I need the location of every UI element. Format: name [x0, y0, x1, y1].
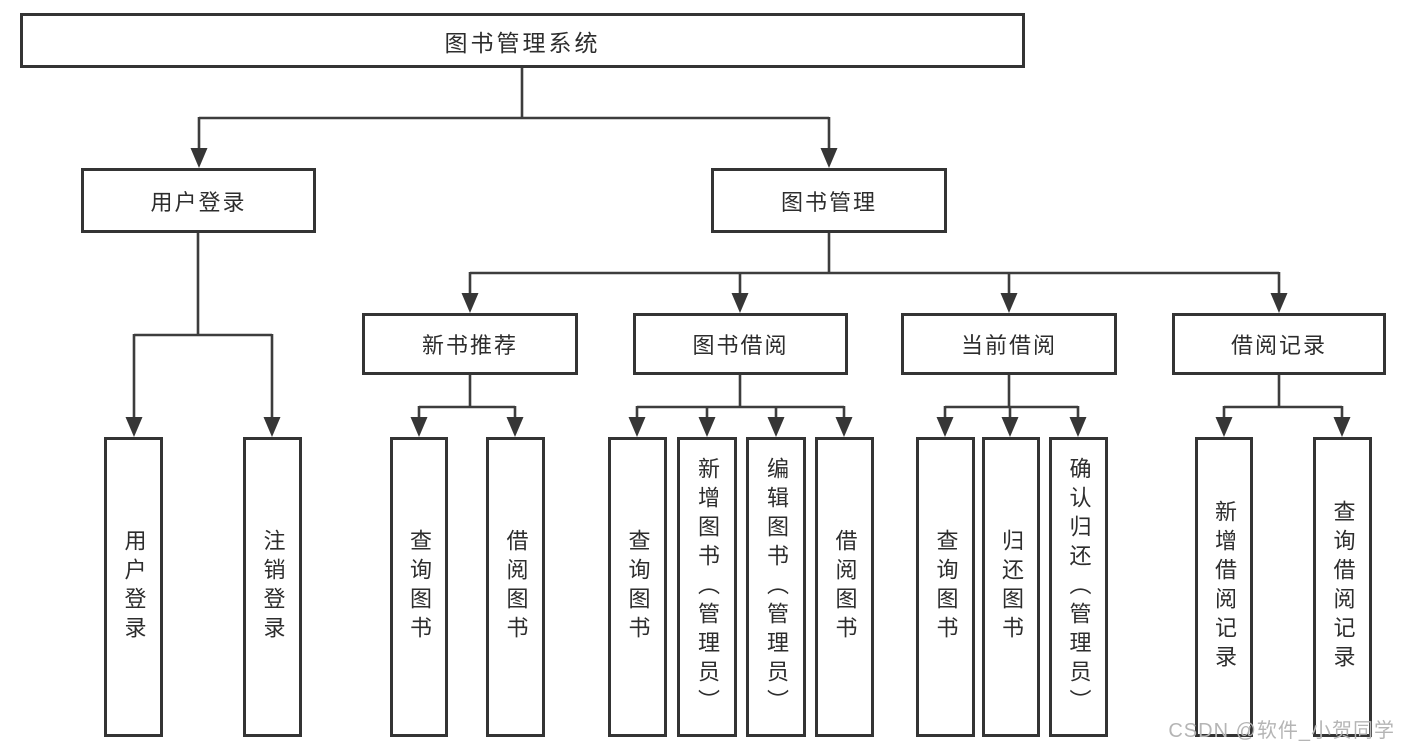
branch-borrow-records	[1215, 375, 1351, 437]
leaf-user-login: 用户登录	[104, 437, 163, 737]
leaf-current-query-books: 查询图书	[916, 437, 975, 737]
arrowhead	[835, 417, 853, 437]
arrowhead	[1333, 417, 1351, 437]
arrowhead	[1069, 417, 1087, 437]
leaf-borrow-add-books-admin: 新增图书（管理员）	[677, 437, 737, 737]
node-book-management: 图书管理	[711, 168, 947, 233]
branch-current-borrow	[936, 375, 1087, 437]
arrowhead	[731, 293, 749, 313]
arrowhead	[410, 417, 428, 437]
leaf-borrow-borrow-books: 借阅图书	[815, 437, 874, 737]
leaf-records-add-record: 新增借阅记录	[1195, 437, 1253, 737]
node-library-management-system: 图书管理系统	[20, 13, 1025, 68]
arrowhead	[1000, 293, 1018, 313]
leaf-recommend-query-books: 查询图书	[390, 437, 448, 737]
node-borrow-records: 借阅记录	[1172, 313, 1386, 375]
branch-user-login	[125, 233, 281, 437]
csdn-watermark: CSDN @软件_小贺同学	[1168, 720, 1395, 742]
arrowhead	[628, 417, 646, 437]
leaf-recommend-borrow-books: 借阅图书	[486, 437, 545, 737]
node-user-login: 用户登录	[81, 168, 316, 233]
branch-new-book-recommend	[410, 375, 524, 437]
arrowhead	[125, 417, 143, 437]
leaf-records-query-record: 查询借阅记录	[1313, 437, 1372, 737]
arrowhead	[767, 417, 785, 437]
arrowhead	[698, 417, 716, 437]
node-book-borrow: 图书借阅	[633, 313, 848, 375]
leaf-current-return-books: 归还图书	[982, 437, 1040, 737]
arrowhead	[506, 417, 524, 437]
arrowhead	[1270, 293, 1288, 313]
leaf-borrow-query-books: 查询图书	[608, 437, 667, 737]
arrowhead	[1001, 417, 1019, 437]
arrowhead	[820, 148, 838, 168]
arrowhead	[936, 417, 954, 437]
node-current-borrow: 当前借阅	[901, 313, 1117, 375]
node-new-book-recommend: 新书推荐	[362, 313, 578, 375]
arrowhead	[1215, 417, 1233, 437]
branch-book-management	[461, 233, 1288, 313]
leaf-current-confirm-return-admin: 确认归还（管理员）	[1049, 437, 1108, 737]
branch-root	[190, 68, 838, 168]
leaf-borrow-edit-books-admin: 编辑图书（管理员）	[746, 437, 806, 737]
leaf-logout: 注销登录	[243, 437, 302, 737]
branch-book-borrow	[628, 375, 853, 437]
arrowhead	[190, 148, 208, 168]
arrowhead	[461, 293, 479, 313]
arrowhead	[263, 417, 281, 437]
